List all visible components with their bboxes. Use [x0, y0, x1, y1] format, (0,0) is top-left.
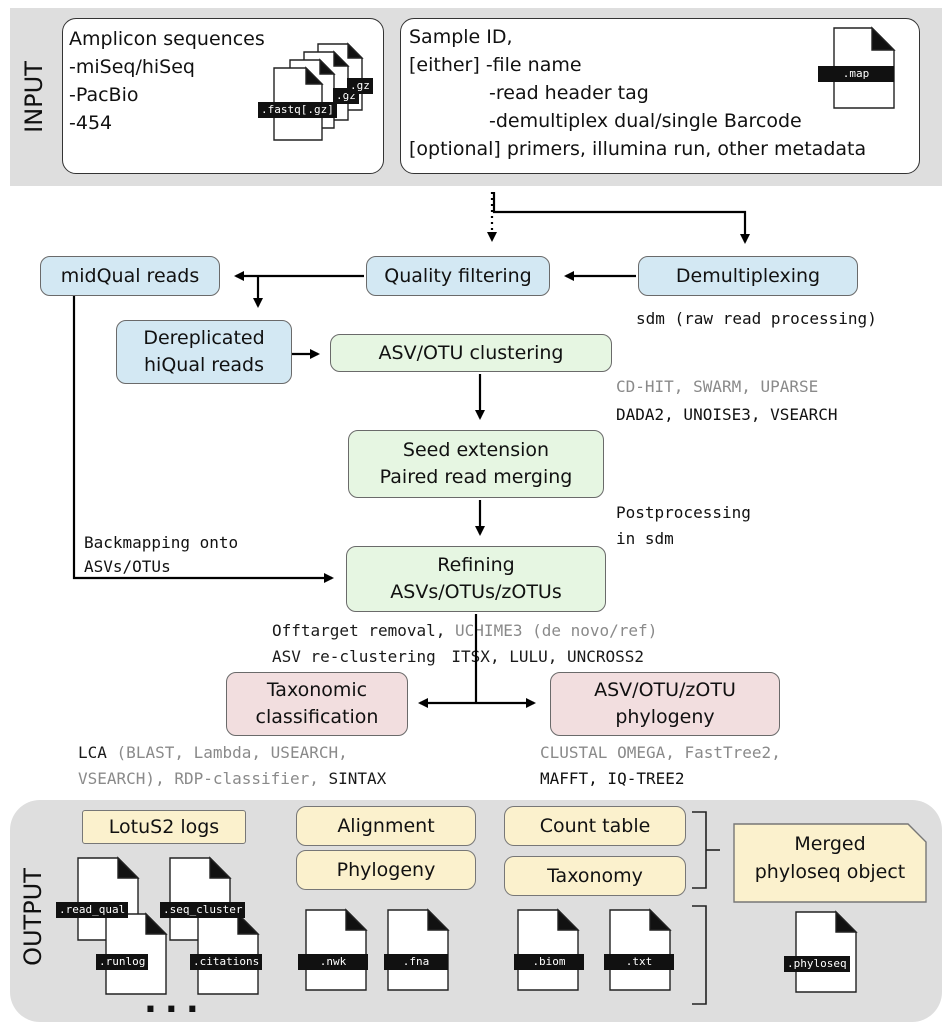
clust-tools-black: DADA2, UNOISE3, VSEARCH — [616, 405, 838, 424]
demultiplexing-label: Demultiplexing — [675, 264, 821, 287]
meta-line-4: -demultiplex dual/single Barcode — [489, 110, 802, 132]
flow-arrows — [72, 192, 750, 708]
merged-line-2: phyloseq object — [754, 861, 906, 883]
phylogeny-node-label-2: phylogeny — [615, 706, 715, 728]
fna-tag: .fna — [384, 954, 448, 970]
merged-line-1: Merged — [794, 833, 866, 855]
vsearch-a: VSEARCH), — [78, 769, 165, 788]
input-line-3: -PacBio — [69, 84, 139, 106]
meta-line-3: -read header tag — [489, 82, 649, 104]
phyloseq-tag: .phyloseq — [784, 956, 850, 972]
refining-node: Refining ASVs/OTUs/zOTUs — [346, 546, 606, 612]
refining-label-1: Refining — [437, 554, 515, 576]
clustering-node: ASV/OTU clustering — [330, 334, 612, 372]
recluster-a: ASV re-clustering — [272, 647, 436, 666]
read-qual-tag: .read_qual — [56, 902, 129, 918]
clust-tools-gray-text: CD-HIT, SWARM, UPARSE — [616, 377, 819, 396]
logs-box: LotuS2 logs — [82, 810, 246, 844]
vsearch-b: RDP-classifier, — [174, 769, 319, 788]
meta-line-1: Sample ID, — [409, 26, 513, 48]
input-line-1: Amplicon sequences — [69, 28, 265, 50]
lca-a: LCA — [78, 743, 107, 762]
output-file-icons — [77, 856, 858, 995]
offtarget-line: Offtarget removal, UCHIME3 (de novo/ref) — [272, 620, 657, 642]
quality-filtering-node: Quality filtering — [366, 256, 550, 296]
refining-label-2: ASVs/OTUs/zOTUs — [390, 581, 562, 603]
merged-note-shape — [733, 823, 927, 903]
taxonomy-box: Taxonomy — [504, 856, 686, 896]
postprocessing-2: in sdm — [616, 529, 674, 548]
postprocessing-1: Postprocessing — [616, 503, 751, 522]
taxonomic-label-2: classification — [255, 706, 379, 728]
clustering-label: ASV/OTU clustering — [378, 341, 564, 364]
alignment-label: Alignment — [337, 814, 435, 837]
output-brackets — [692, 811, 720, 1005]
runlog-tag: .runlog — [96, 954, 149, 970]
input-to-demux-arrow — [492, 192, 750, 244]
alignment-box: Alignment — [296, 806, 476, 846]
taxonomy-label: Taxonomy — [547, 864, 643, 887]
input-line-2: -miSeq/hiSeq — [69, 56, 195, 78]
fastq-stack-tag-2: .gz — [347, 78, 373, 94]
dereplicated-label-1: Dereplicated — [143, 327, 265, 349]
biom-tag: .biom — [514, 954, 584, 970]
demultiplexing-node: Demultiplexing — [638, 256, 858, 296]
sdm-annotation: sdm (raw read processing) — [636, 309, 877, 328]
lca-line: LCA (BLAST, Lambda, USEARCH, — [78, 742, 348, 764]
count-table-label: Count table — [539, 814, 651, 837]
midqual-reads-label: midQual reads — [60, 264, 200, 287]
clust-tools-gray: CD-HIT, SWARM, UPARSE — [616, 376, 818, 398]
meta-line-2: [either] -file name — [409, 54, 582, 76]
dereplicated-label-2: hiQual reads — [144, 354, 264, 376]
map-tag: .map — [818, 66, 894, 82]
taxonomic-label-1: Taxonomic — [266, 679, 368, 701]
lca-b: (BLAST, Lambda, USEARCH, — [116, 743, 348, 762]
logs-label: LotuS2 logs — [108, 815, 220, 838]
recluster-line: ASV re-clustering ITSX, LULU, UNCROSS2 — [272, 646, 644, 668]
nwk-tag: .nwk — [298, 954, 368, 970]
backmapping-arrow — [72, 296, 334, 583]
clustal-text: CLUSTAL OMEGA, FastTree2, — [540, 743, 781, 762]
recluster-b: ITSX, LULU, UNCROSS2 — [451, 647, 645, 666]
seed-extension-node: Seed extension Paired read merging — [348, 430, 604, 498]
taxonomic-node: Taxonomic classification — [226, 672, 408, 736]
fastq-tag: .fastq[.gz] — [258, 102, 337, 118]
phylogeny-node-label-1: ASV/OTU/zOTU — [594, 679, 736, 701]
input-line-4: -454 — [69, 112, 113, 134]
citations-tag: .citations — [190, 954, 263, 970]
phylogeny-node: ASV/OTU/zOTU phylogeny — [550, 672, 780, 736]
backmapping-1: Backmapping onto — [84, 533, 239, 552]
quality-filtering-label: Quality filtering — [384, 264, 532, 287]
meta-line-5: [optional] primers, illumina run, other … — [409, 138, 867, 160]
vsearch-c: SINTAX — [328, 769, 387, 788]
clustal-line: CLUSTAL OMEGA, FastTree2, — [540, 742, 781, 764]
midqual-reads-node: midQual reads — [40, 256, 220, 296]
txt-tag: .txt — [604, 954, 674, 970]
mafft-line: MAFFT, IQ-TREE2 — [540, 769, 685, 788]
merged-phyloseq-text: Merged phyloseq object — [734, 830, 926, 886]
offtarget-a: Offtarget removal, — [272, 621, 446, 640]
output-ellipsis: ... — [144, 981, 207, 1021]
phylogeny-box: Phylogeny — [296, 850, 476, 890]
seq-cluster-tag: .seq_cluster — [160, 902, 246, 918]
seed-label-2: Paired read merging — [379, 466, 573, 488]
dereplicated-node: Dereplicated hiQual reads — [116, 320, 292, 384]
phylogeny-label: Phylogeny — [336, 858, 436, 881]
seed-label-1: Seed extension — [402, 439, 550, 461]
vsearch-line: VSEARCH), RDP-classifier, SINTAX — [78, 768, 386, 790]
count-table-box: Count table — [504, 806, 686, 846]
backmapping-2: ASVs/OTUs — [84, 557, 171, 576]
offtarget-b: UCHIME3 (de novo/ref) — [455, 621, 658, 640]
